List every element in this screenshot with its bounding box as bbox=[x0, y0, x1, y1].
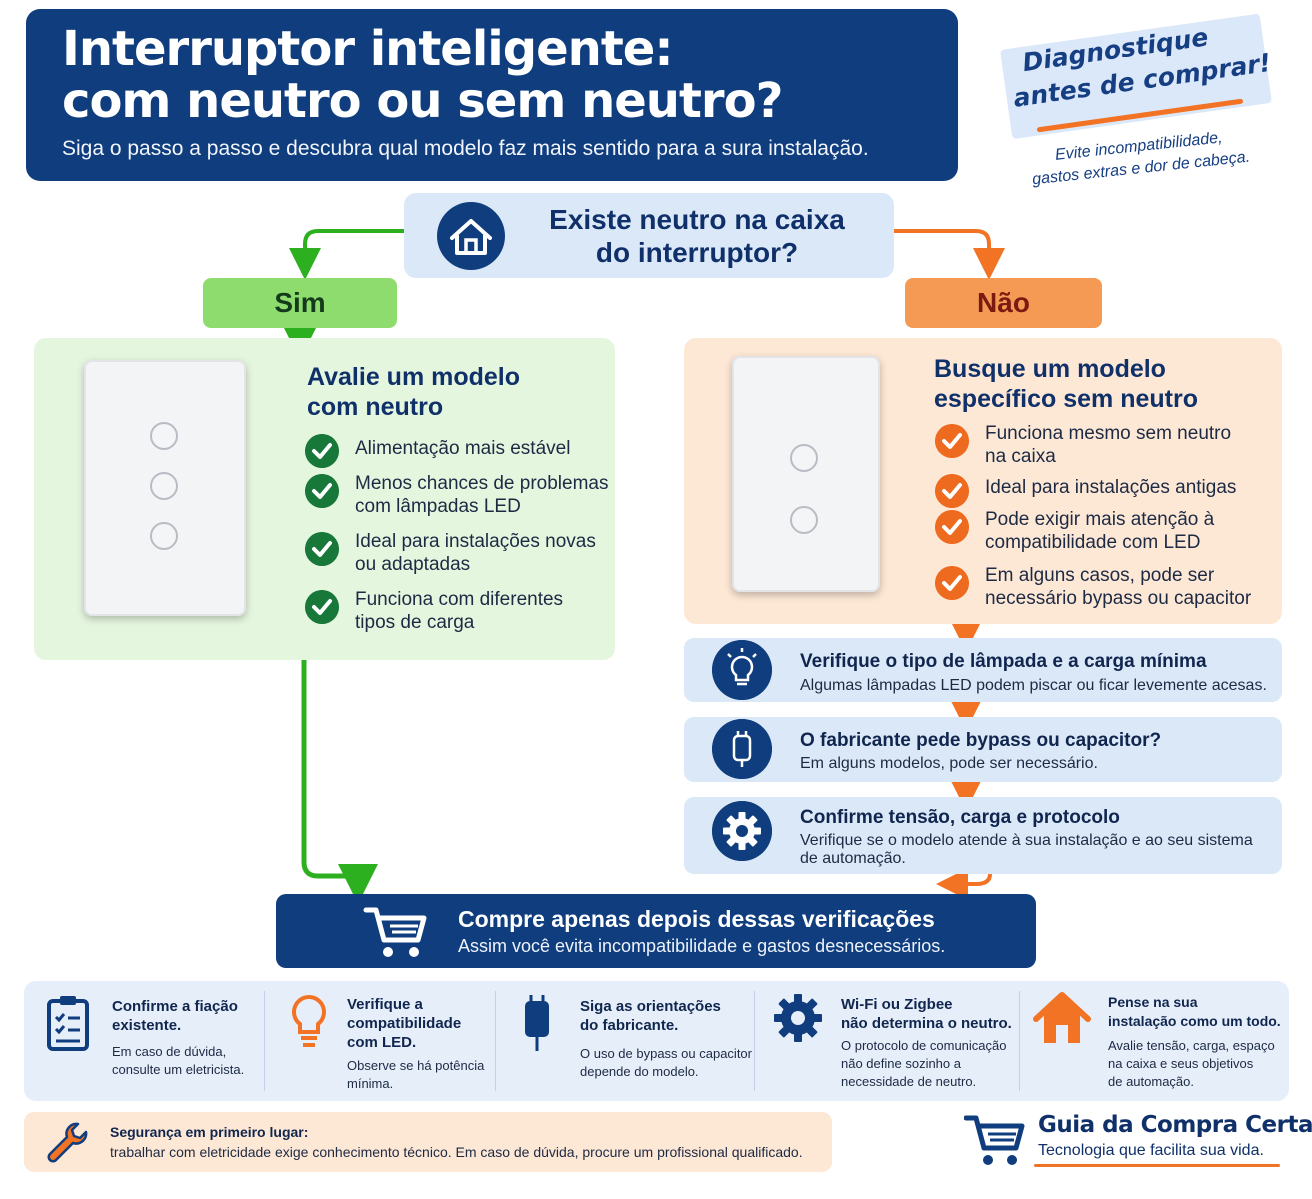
switch-two-gang-image bbox=[732, 356, 880, 592]
step-description: Em alguns modelos, pode ser necessário. bbox=[800, 755, 1098, 772]
step-voltage-check: Confirme tensão, carga e protocolo Verif… bbox=[684, 797, 1282, 874]
switch-three-gang-image bbox=[84, 360, 246, 616]
capacitor-icon bbox=[525, 995, 549, 1051]
question-box: Existe neutro na caixa do interruptor? bbox=[404, 193, 894, 278]
switch-touch-button bbox=[150, 422, 178, 450]
step-description: Algumas lâmpadas LED podem piscar ou fic… bbox=[800, 677, 1267, 694]
brand-slogan: Tecnologia que facilita sua vida. bbox=[1038, 1142, 1264, 1159]
diagnose-callout: Diagnostique antes de comprar! Evite inc… bbox=[996, 10, 1273, 190]
cart-icon bbox=[964, 1115, 1025, 1165]
header-banner: Interruptor inteligente: com neutro ou s… bbox=[26, 9, 958, 181]
house-icon bbox=[1033, 992, 1091, 1043]
branch-yes-label: Sim bbox=[203, 278, 397, 328]
switch-touch-button bbox=[790, 444, 818, 472]
page-subtitle: Siga o passo a passo e descubra qual mod… bbox=[62, 137, 869, 160]
check-icon bbox=[935, 566, 969, 600]
callout-note-text: Evite incompatibilidade, gastos extras e… bbox=[1031, 129, 1251, 189]
step-title: Verifique o tipo de lâmpada e a carga mí… bbox=[800, 651, 1207, 672]
safety-title: Segurança em primeiro lugar: bbox=[110, 1124, 309, 1140]
lightbulb-icon bbox=[712, 640, 772, 700]
check-icon bbox=[305, 474, 339, 508]
switch-touch-button bbox=[150, 522, 178, 550]
check-icon bbox=[305, 590, 339, 624]
gear-icon bbox=[712, 801, 772, 861]
clipboard-icon bbox=[47, 996, 89, 1051]
check-icon bbox=[935, 424, 969, 458]
safety-description: trabalhar com eletricidade exige conheci… bbox=[110, 1144, 803, 1160]
step-lamp-check: Verifique o tipo de lâmpada e a carga mí… bbox=[684, 638, 1282, 702]
cart-icon bbox=[363, 907, 427, 957]
without-neutral-panel: Busque um modelo específico sem neutro F… bbox=[684, 338, 1282, 624]
check-icon bbox=[305, 434, 339, 468]
branch-no-label: Não bbox=[905, 278, 1102, 328]
check-icon bbox=[935, 510, 969, 544]
bulb-outline-icon bbox=[292, 994, 326, 1047]
gear-icon bbox=[774, 994, 822, 1042]
step-bypass-check: O fabricante pede bypass ou capacitor? E… bbox=[684, 717, 1282, 782]
safety-banner: Segurança em primeiro lugar: trabalhar c… bbox=[24, 1112, 832, 1172]
with-neutral-title: Avalie um modelo com neutro bbox=[307, 363, 521, 421]
buy-title: Compre apenas depois dessas verificações bbox=[458, 906, 935, 932]
check-icon bbox=[935, 474, 969, 508]
house-icon bbox=[437, 202, 505, 270]
step-title: Confirme tensão, carga e protocolo bbox=[800, 807, 1120, 828]
without-neutral-title: Busque um modelo específico sem neutro bbox=[934, 355, 1198, 413]
with-neutral-panel: Avalie um modelo com neutro Alimentação … bbox=[34, 338, 615, 660]
list-item: Ideal para instalações antigas bbox=[935, 472, 1236, 508]
switch-touch-button bbox=[150, 472, 178, 500]
buy-banner: Compre apenas depois dessas verificações… bbox=[276, 894, 1036, 968]
brand-name: Guia da Compra Certa bbox=[1038, 1112, 1312, 1138]
capacitor-icon bbox=[712, 719, 772, 779]
page-title: Interruptor inteligente: com neutro ou s… bbox=[62, 21, 783, 129]
switch-touch-button bbox=[790, 506, 818, 534]
question-text: Existe neutro na caixa do interruptor? bbox=[549, 204, 845, 268]
brand-logo: Guia da Compra Certa Tecnologia que faci… bbox=[964, 1108, 1312, 1178]
step-title: O fabricante pede bypass ou capacitor? bbox=[800, 730, 1162, 751]
brand-underline bbox=[1034, 1164, 1280, 1167]
buy-description: Assim você evita incompatibilidade e gas… bbox=[458, 936, 946, 956]
wrench-icon bbox=[47, 1122, 88, 1163]
step-description: Verifique se o modelo atende à sua insta… bbox=[800, 832, 1253, 867]
check-icon bbox=[305, 532, 339, 566]
list-item: Alimentação mais estável bbox=[305, 432, 570, 468]
